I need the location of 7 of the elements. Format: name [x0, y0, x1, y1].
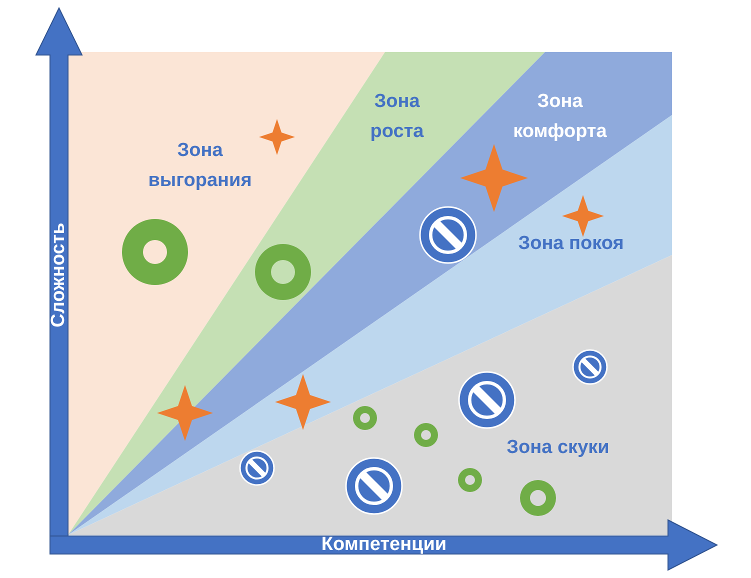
axis-label: Сложность	[50, 222, 68, 330]
axis-label: Компетенции	[320, 536, 448, 554]
zone-label: Зона выгорания	[147, 139, 253, 193]
zone-label: Зона скуки	[506, 436, 610, 460]
zone-label: Зона комфорта	[512, 90, 608, 144]
zone-label: Зона покоя	[517, 232, 625, 256]
zone-label: Зона роста	[369, 90, 425, 144]
